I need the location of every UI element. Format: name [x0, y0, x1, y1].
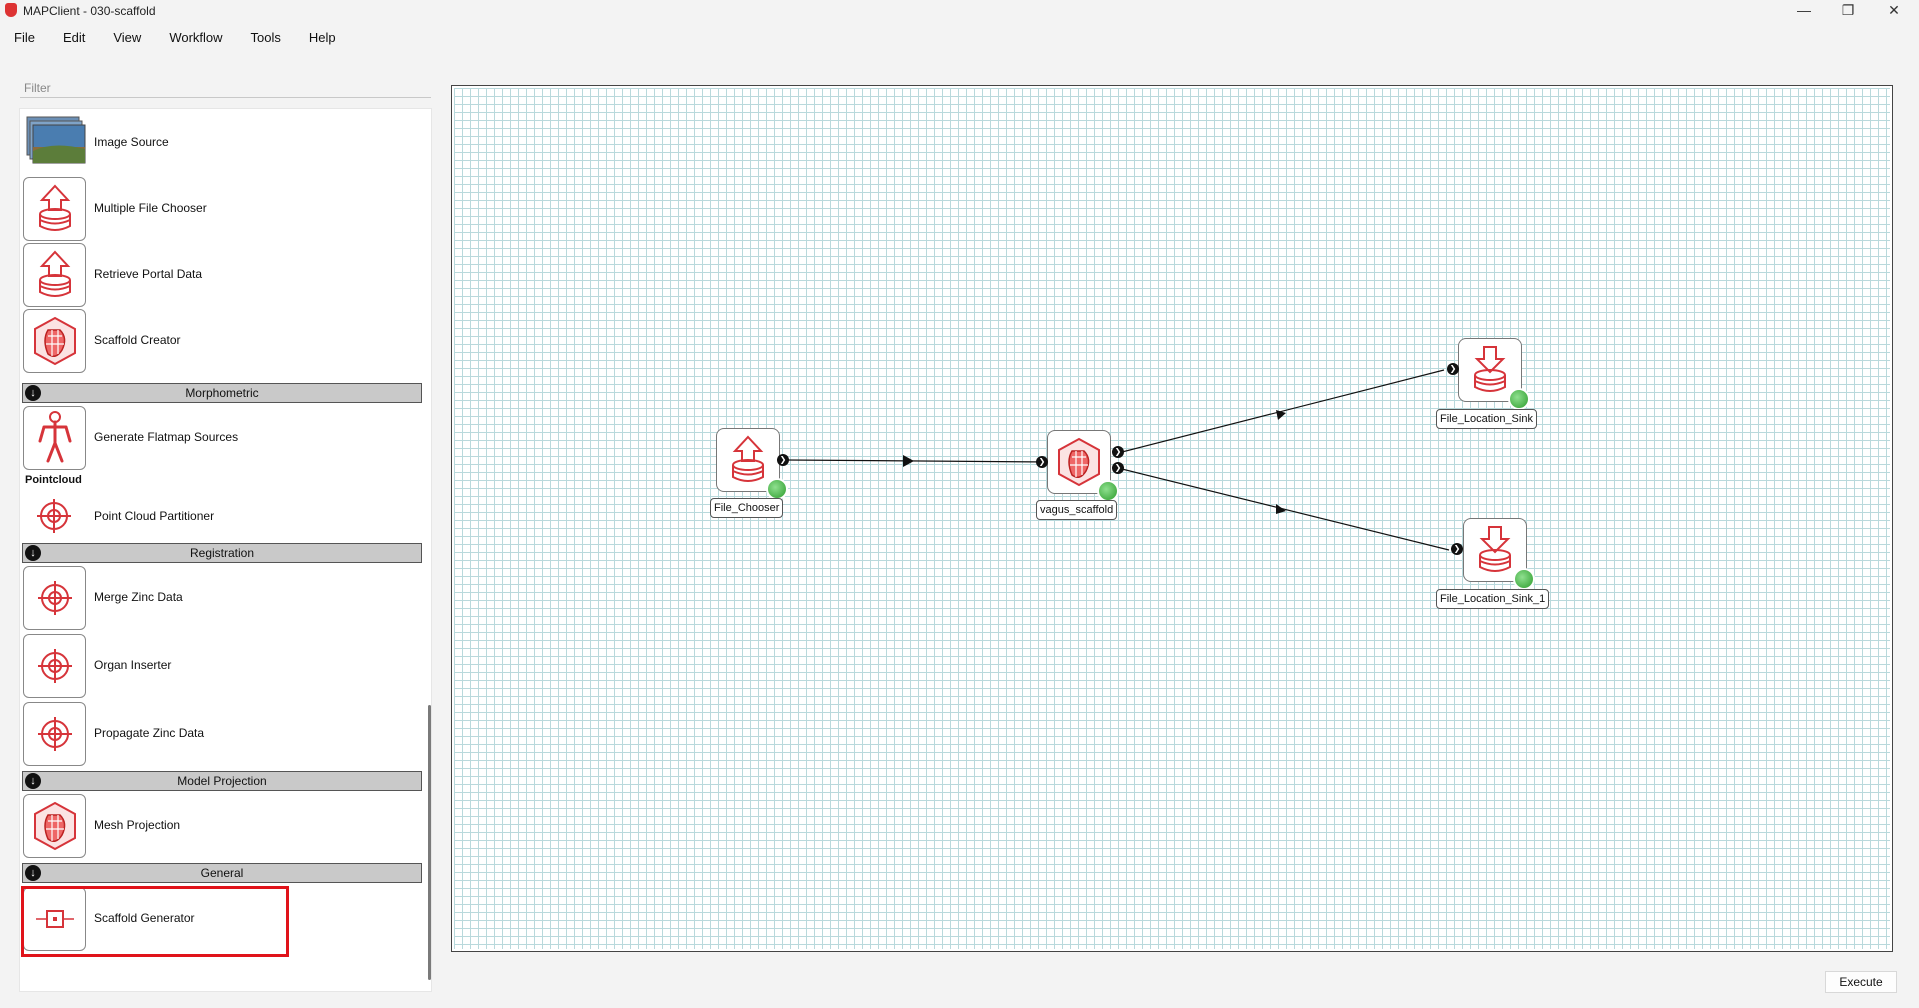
step-scaffold-creator[interactable]: Scaffold Creator [20, 309, 360, 375]
step-mesh-projection[interactable]: Mesh Projection [20, 794, 360, 860]
scaffold-hex-icon [23, 794, 86, 858]
close-icon[interactable]: ✕ [1888, 2, 1900, 18]
category-model-projection[interactable]: ↓ Model Projection [22, 771, 422, 791]
category-morphometric[interactable]: ↓ Morphometric [22, 383, 422, 403]
scaffold-hex-icon [1047, 430, 1111, 494]
restore-icon[interactable]: ❐ [1841, 2, 1855, 18]
crosshair-icon [23, 566, 86, 630]
upload-disk-icon [23, 243, 86, 307]
node-file-location-sink-1[interactable] [1463, 518, 1535, 590]
step-image-source[interactable]: Image Source [20, 111, 360, 177]
crosshair-icon [23, 634, 86, 698]
minimize-icon[interactable]: — [1797, 2, 1811, 18]
input-port-icon[interactable]: ❯ [1451, 543, 1463, 555]
window-title: MAPClient - 030-scaffold [23, 4, 156, 18]
node-file-location-sink[interactable] [1458, 338, 1530, 410]
node-label[interactable]: vagus_scaffold [1036, 500, 1118, 520]
step-label: Multiple File Chooser [94, 201, 207, 215]
step-retrieve-portal-data[interactable]: Retrieve Portal Data [20, 243, 360, 309]
crosshair-icon [23, 702, 86, 766]
step-organ-inserter[interactable]: Organ Inserter [20, 634, 360, 700]
crosshair-icon [23, 485, 86, 549]
step-generate-flatmap-sources[interactable]: Generate Flatmap Sources [20, 406, 360, 472]
step-label: Image Source [94, 135, 169, 149]
image-stack-icon [23, 111, 86, 175]
node-label[interactable]: File_Chooser [710, 498, 784, 518]
output-port-icon[interactable]: ❯ [1112, 446, 1124, 458]
menu-file[interactable]: File [14, 30, 35, 45]
step-scaffold-generator[interactable]: Scaffold Generator [20, 887, 360, 953]
status-ok-icon [1508, 388, 1530, 410]
collapse-arrow-icon[interactable]: ↓ [25, 385, 41, 401]
output-port-icon[interactable]: ❯ [777, 454, 789, 466]
box-target-icon [23, 887, 86, 951]
collapse-arrow-icon[interactable]: ↓ [25, 773, 41, 789]
node-label[interactable]: File_Location_Sink [1436, 409, 1537, 429]
step-palette: Image Source Multiple File Chooser Retri… [19, 108, 432, 992]
upload-disk-icon [23, 177, 86, 241]
filter-input[interactable]: Filter [20, 78, 431, 98]
menu-edit[interactable]: Edit [62, 30, 86, 45]
menu-workflow[interactable]: Workflow [169, 30, 223, 45]
canvas-grid [454, 88, 1890, 949]
step-label: Scaffold Creator [94, 333, 181, 347]
status-ok-icon [766, 478, 788, 500]
menu-help[interactable]: Help [308, 30, 336, 45]
step-label: Merge Zinc Data [94, 590, 183, 604]
menu-tools[interactable]: Tools [250, 30, 281, 45]
human-body-icon [23, 406, 86, 470]
input-port-icon[interactable]: ❯ [1036, 456, 1048, 468]
step-label: Generate Flatmap Sources [94, 430, 239, 444]
connections-layer [786, 369, 1450, 551]
category-label: General [200, 866, 244, 880]
node-label[interactable]: File_Location_Sink_1 [1436, 589, 1550, 609]
collapse-arrow-icon[interactable]: ↓ [25, 545, 41, 561]
app-logo-icon [5, 3, 17, 17]
title-bar: MAPClient - 030-scaffold — ❐ ✕ [0, 0, 1919, 22]
step-multiple-file-chooser[interactable]: Multiple File Chooser [20, 177, 360, 243]
category-registration[interactable]: ↓ Registration [22, 543, 422, 563]
category-general[interactable]: ↓ General [22, 863, 422, 883]
palette-scrollbar[interactable] [428, 705, 431, 980]
execute-button[interactable]: Execute [1825, 971, 1897, 993]
collapse-arrow-icon[interactable]: ↓ [25, 865, 41, 881]
menu-bar: File Edit View Workflow Tools Help [0, 26, 350, 50]
step-merge-zinc-data[interactable]: Merge Zinc Data [20, 566, 360, 632]
status-ok-icon [1513, 568, 1535, 590]
input-port-icon[interactable]: ❯ [1447, 363, 1459, 375]
status-ok-icon [1097, 480, 1119, 502]
connection-scaffold-to-sink-1[interactable] [1121, 468, 1450, 551]
step-label: Mesh Projection [94, 818, 181, 832]
category-label: Morphometric [185, 386, 259, 400]
connection-chooser-to-scaffold[interactable] [786, 455, 1050, 467]
step-label: Point Cloud Partitioner [94, 509, 215, 523]
category-label: Registration [189, 546, 255, 560]
step-label: Scaffold Generator [94, 911, 195, 925]
output-port-icon[interactable]: ❯ [1112, 462, 1124, 474]
step-label: Organ Inserter [94, 658, 172, 672]
workflow-canvas[interactable]: ❯ File_Chooser ❯ ❯ ❯ vagus_scaffold ❯ Fi… [451, 85, 1893, 952]
menu-view[interactable]: View [113, 30, 142, 45]
step-label: Propagate Zinc Data [94, 726, 205, 740]
selection-highlight [21, 886, 289, 957]
connection-scaffold-to-sink[interactable] [1121, 369, 1445, 453]
step-propagate-zinc-data[interactable]: Propagate Zinc Data [20, 702, 360, 768]
step-point-cloud-partitioner[interactable]: Point Cloud Partitioner [20, 485, 360, 551]
node-vagus-scaffold[interactable] [1047, 430, 1119, 502]
step-label: Retrieve Portal Data [94, 267, 203, 281]
node-file-chooser[interactable] [716, 428, 788, 500]
category-label: Model Projection [177, 774, 267, 788]
scaffold-hex-icon [23, 309, 86, 373]
pointcloud-heading: Pointcloud [25, 474, 82, 486]
